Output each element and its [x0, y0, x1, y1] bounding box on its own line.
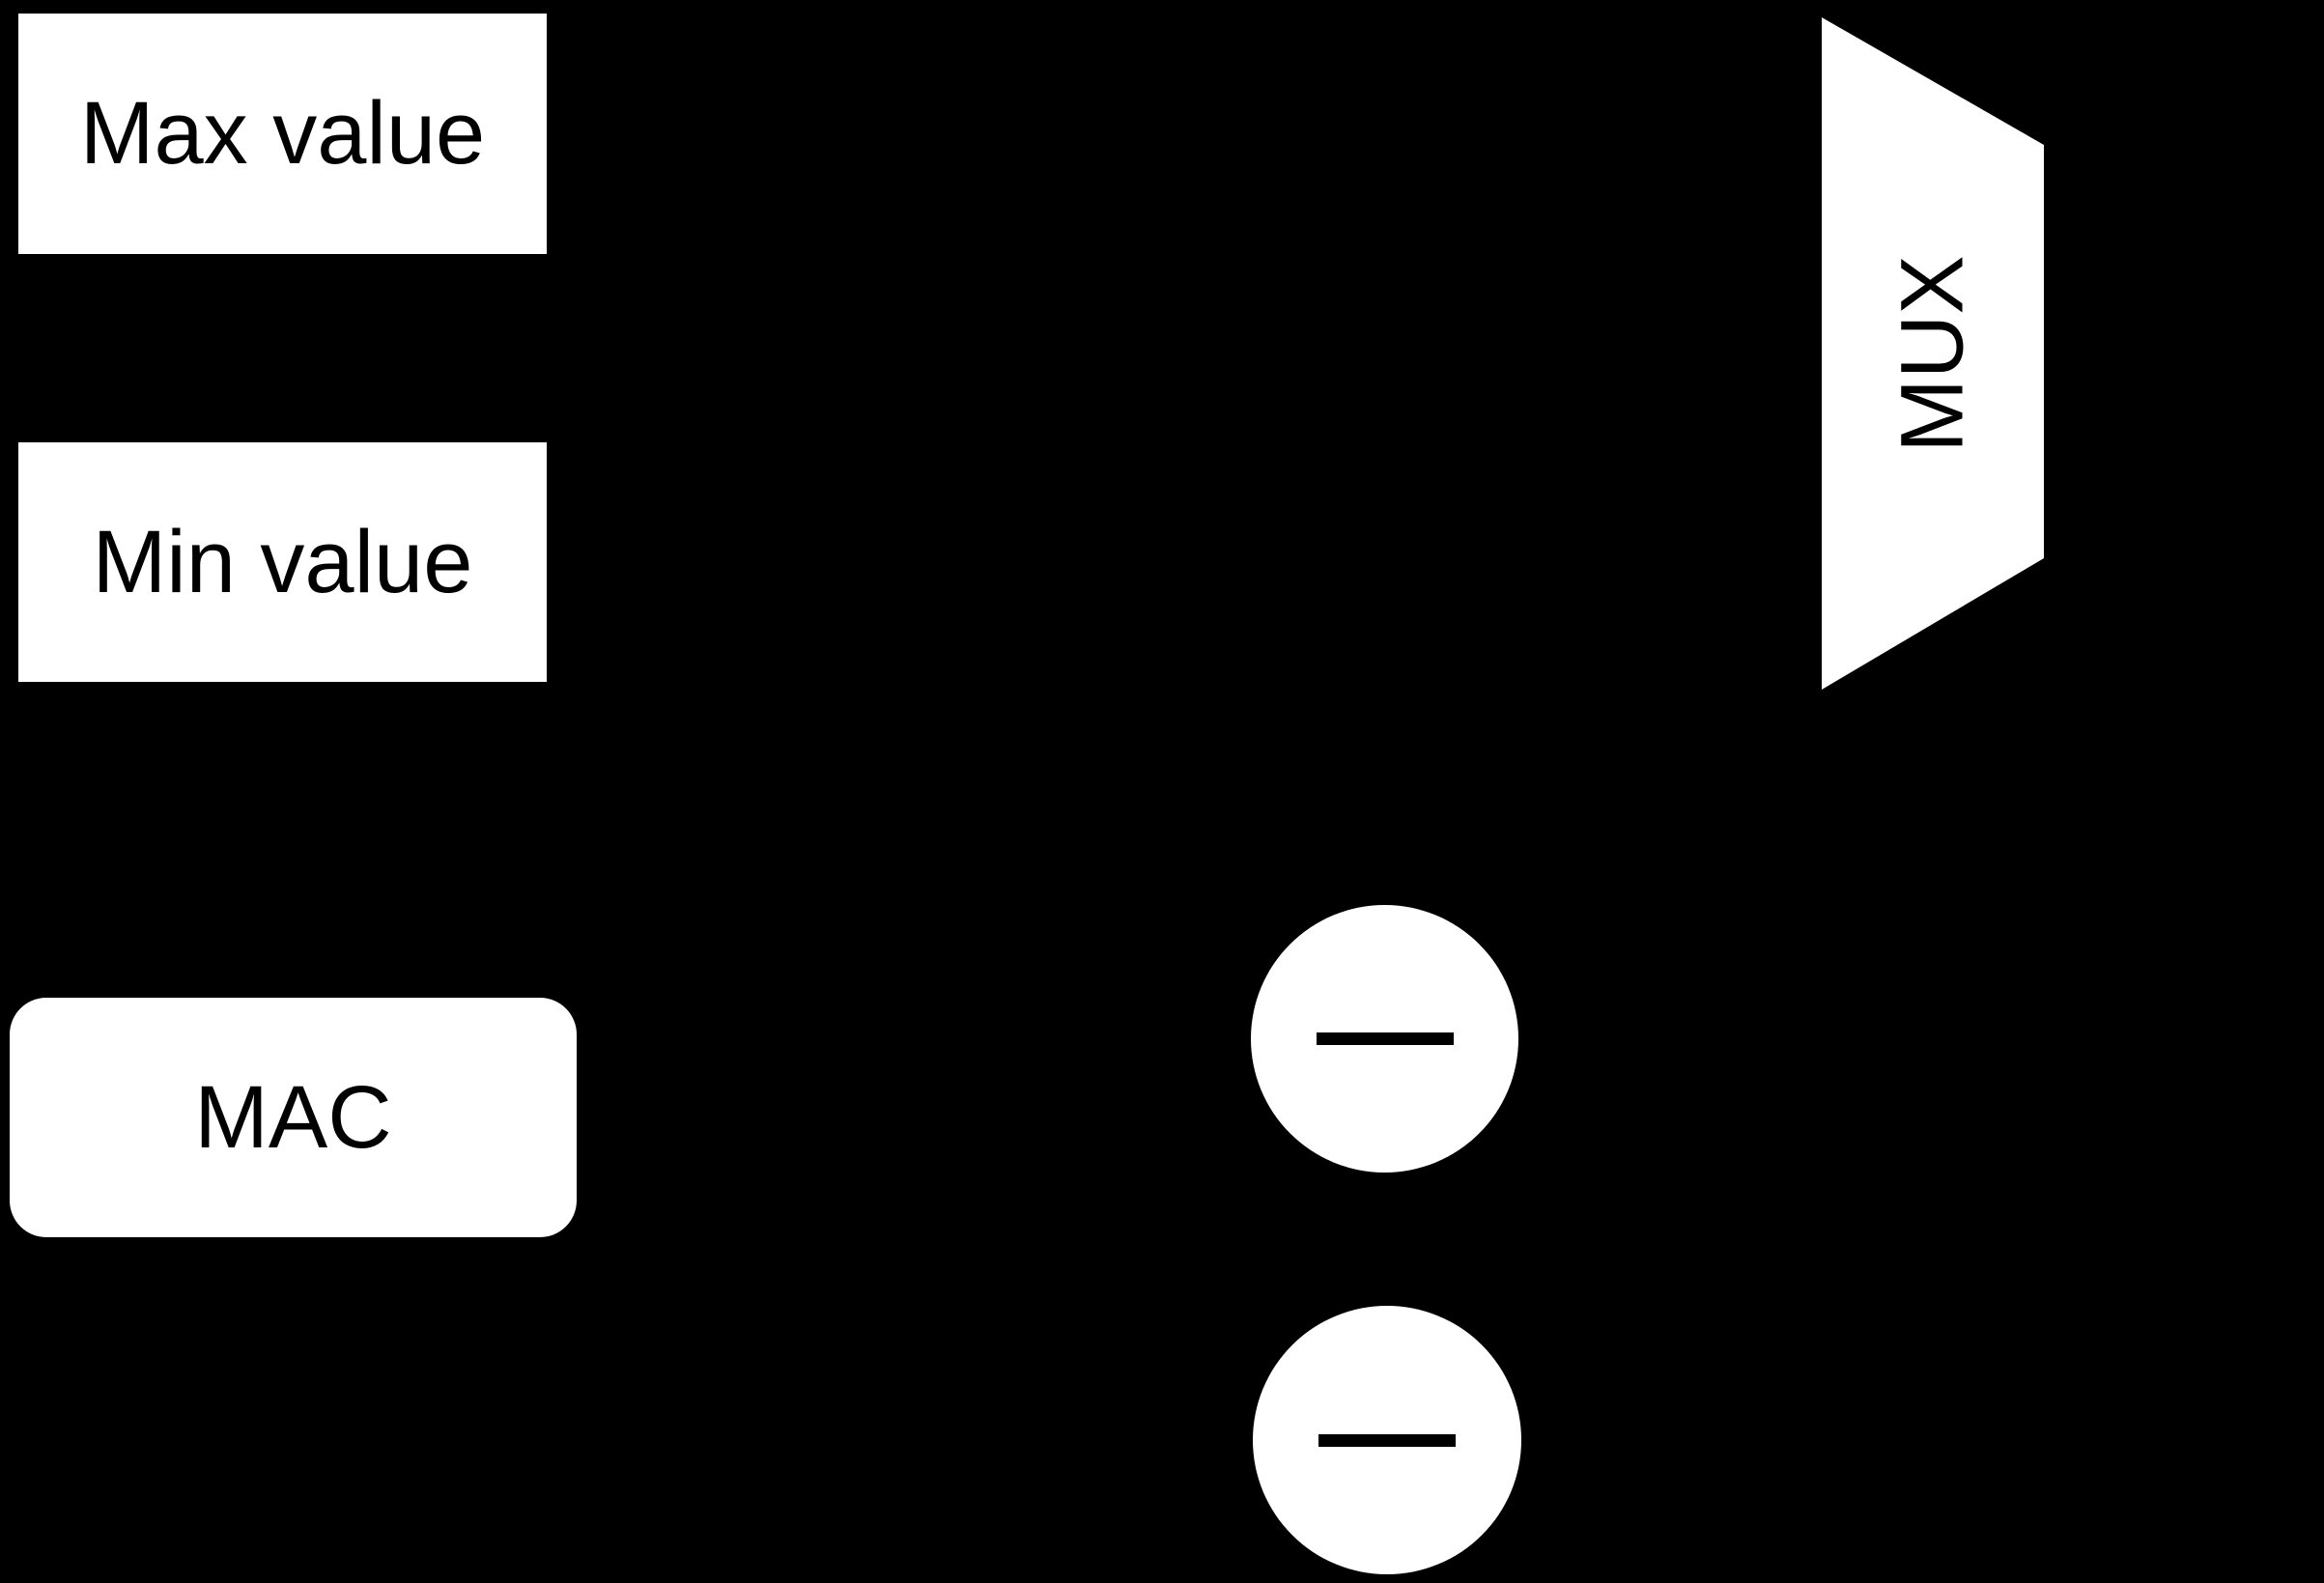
mux-shape	[1822, 17, 2044, 690]
mux-trapezoid: MUX	[1822, 17, 2044, 690]
minus-icon	[1318, 1433, 1456, 1447]
mac-label: MAC	[194, 1067, 392, 1167]
subtract-bottom-circle	[1253, 1306, 1521, 1574]
mux-label: MUX	[1883, 254, 1982, 453]
subtract-top-circle	[1251, 905, 1518, 1173]
max-value-box: Max value	[18, 14, 547, 254]
min-value-box: Min value	[18, 442, 547, 682]
mux-label-holder: MUX	[1822, 17, 2044, 690]
mac-box: MAC	[10, 998, 577, 1237]
min-value-label: Min value	[92, 512, 473, 611]
minus-icon	[1316, 1032, 1454, 1045]
max-value-label: Max value	[79, 84, 486, 183]
